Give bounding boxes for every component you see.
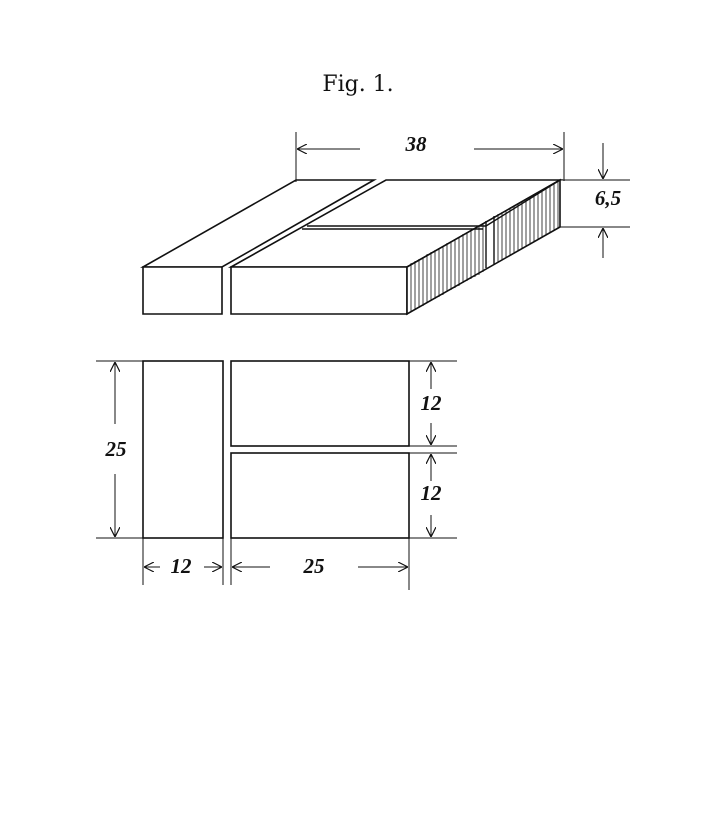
- plan-left-rectangle: [142, 360, 224, 539]
- bottom-right-width-label: 25: [303, 554, 325, 578]
- top-length-label: 38: [405, 132, 428, 156]
- plan-view: 25 12 12 12 25: [96, 360, 457, 590]
- isometric-brick-drawing: [139, 178, 564, 316]
- lower-width-label: 12: [421, 481, 443, 505]
- plan-lower-right-rectangle: [230, 452, 410, 539]
- left-brick-front: [142, 266, 223, 315]
- bottom-left-width-label: 12: [171, 554, 193, 578]
- plan-height-label: 25: [105, 437, 127, 461]
- upper-width-label: 12: [421, 391, 443, 415]
- brick-side-hatching: [410, 181, 559, 312]
- figure-title: Fig. 1.: [322, 72, 393, 97]
- right-brick-front: [230, 266, 408, 315]
- top-dimension-lines: 38 6,5: [295, 132, 630, 258]
- plan-upper-right-rectangle: [230, 360, 410, 447]
- height-label: 6,5: [595, 186, 621, 210]
